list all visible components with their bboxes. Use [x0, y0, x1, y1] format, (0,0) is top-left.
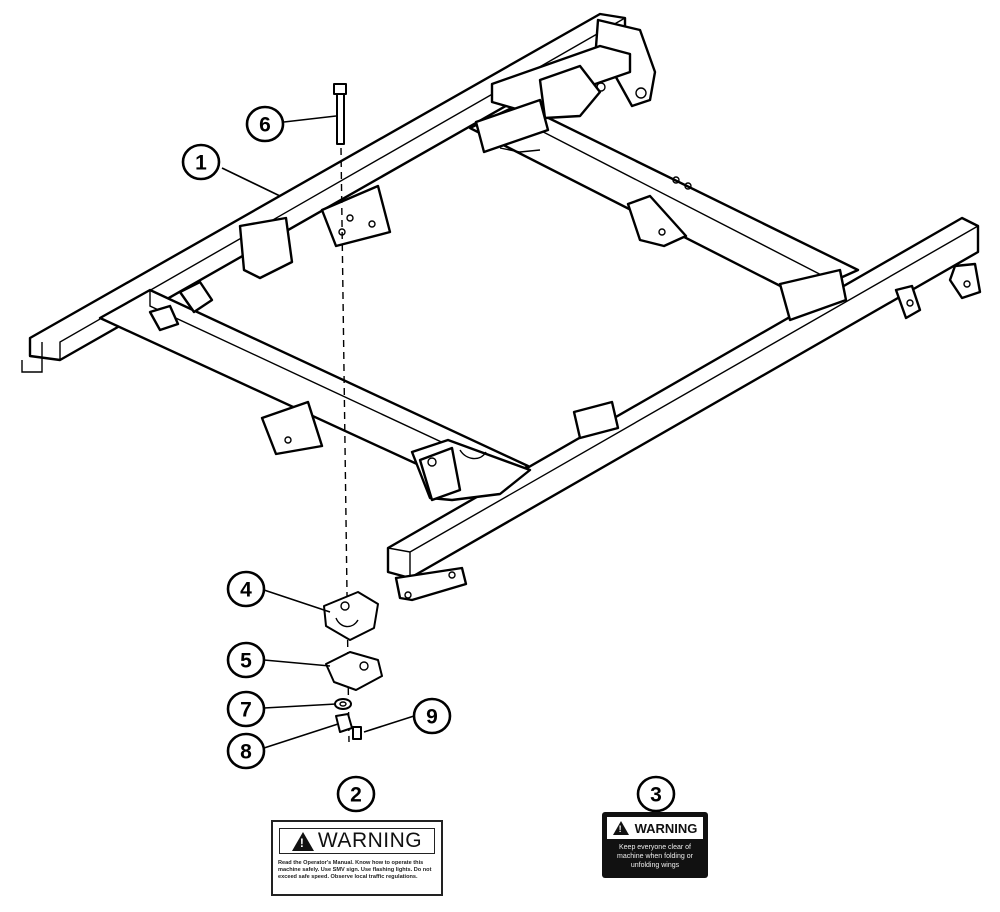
decal-2-heading: WARNING [317, 829, 423, 852]
decal-2-fine-print: Read the Operator's Manual. Know how to … [278, 860, 432, 880]
svg-text:9: 9 [426, 706, 438, 729]
svg-text:5: 5 [240, 650, 252, 673]
callout-3: 3 [636, 775, 676, 813]
svg-text:8: 8 [240, 741, 252, 764]
assembly-axis-line [340, 147, 350, 743]
svg-text:2: 2 [350, 784, 362, 807]
callout-4: 4 [226, 570, 266, 608]
leader-7 [263, 703, 337, 709]
warning-decal-2: WARNING Read the Operator's Manual. Know… [271, 820, 443, 896]
warning-decal-3: WARNING Keep everyone clear of machine w… [602, 812, 708, 878]
svg-text:4: 4 [240, 579, 252, 602]
decal-3-heading: WARNING [634, 820, 698, 836]
leader-6 [283, 115, 337, 123]
callout-9: 9 [412, 697, 452, 735]
leader-9 [363, 715, 415, 733]
main-frame [21, 12, 982, 602]
bolt-part-6 [333, 83, 347, 145]
callout-8: 8 [226, 732, 266, 770]
decal-3-fine-print: Keep everyone clear of machine when fold… [617, 844, 693, 869]
svg-text:1: 1 [195, 152, 207, 175]
callout-5: 5 [226, 641, 266, 679]
warning-triangle-icon [612, 821, 629, 835]
leader-1 [221, 167, 281, 197]
callout-6: 6 [245, 105, 285, 143]
small-bolt-part-9 [352, 726, 362, 740]
washer-part-7 [334, 698, 352, 710]
leader-8 [263, 723, 339, 749]
leader-4 [263, 589, 331, 613]
leader-5 [263, 659, 331, 667]
svg-text:6: 6 [259, 114, 271, 137]
decal-3-banner: WARNING [607, 817, 703, 839]
clamp-lower-part-5 [325, 651, 383, 691]
clamp-upper-part-4 [323, 591, 379, 641]
warning-triangle-icon [291, 831, 314, 851]
svg-text:3: 3 [650, 784, 662, 807]
callout-7: 7 [226, 690, 266, 728]
nut-part-8 [335, 713, 353, 733]
svg-text:7: 7 [240, 699, 252, 722]
decal-2-banner: WARNING [279, 828, 435, 854]
callout-2: 2 [336, 775, 376, 813]
callout-1: 1 [181, 143, 221, 181]
